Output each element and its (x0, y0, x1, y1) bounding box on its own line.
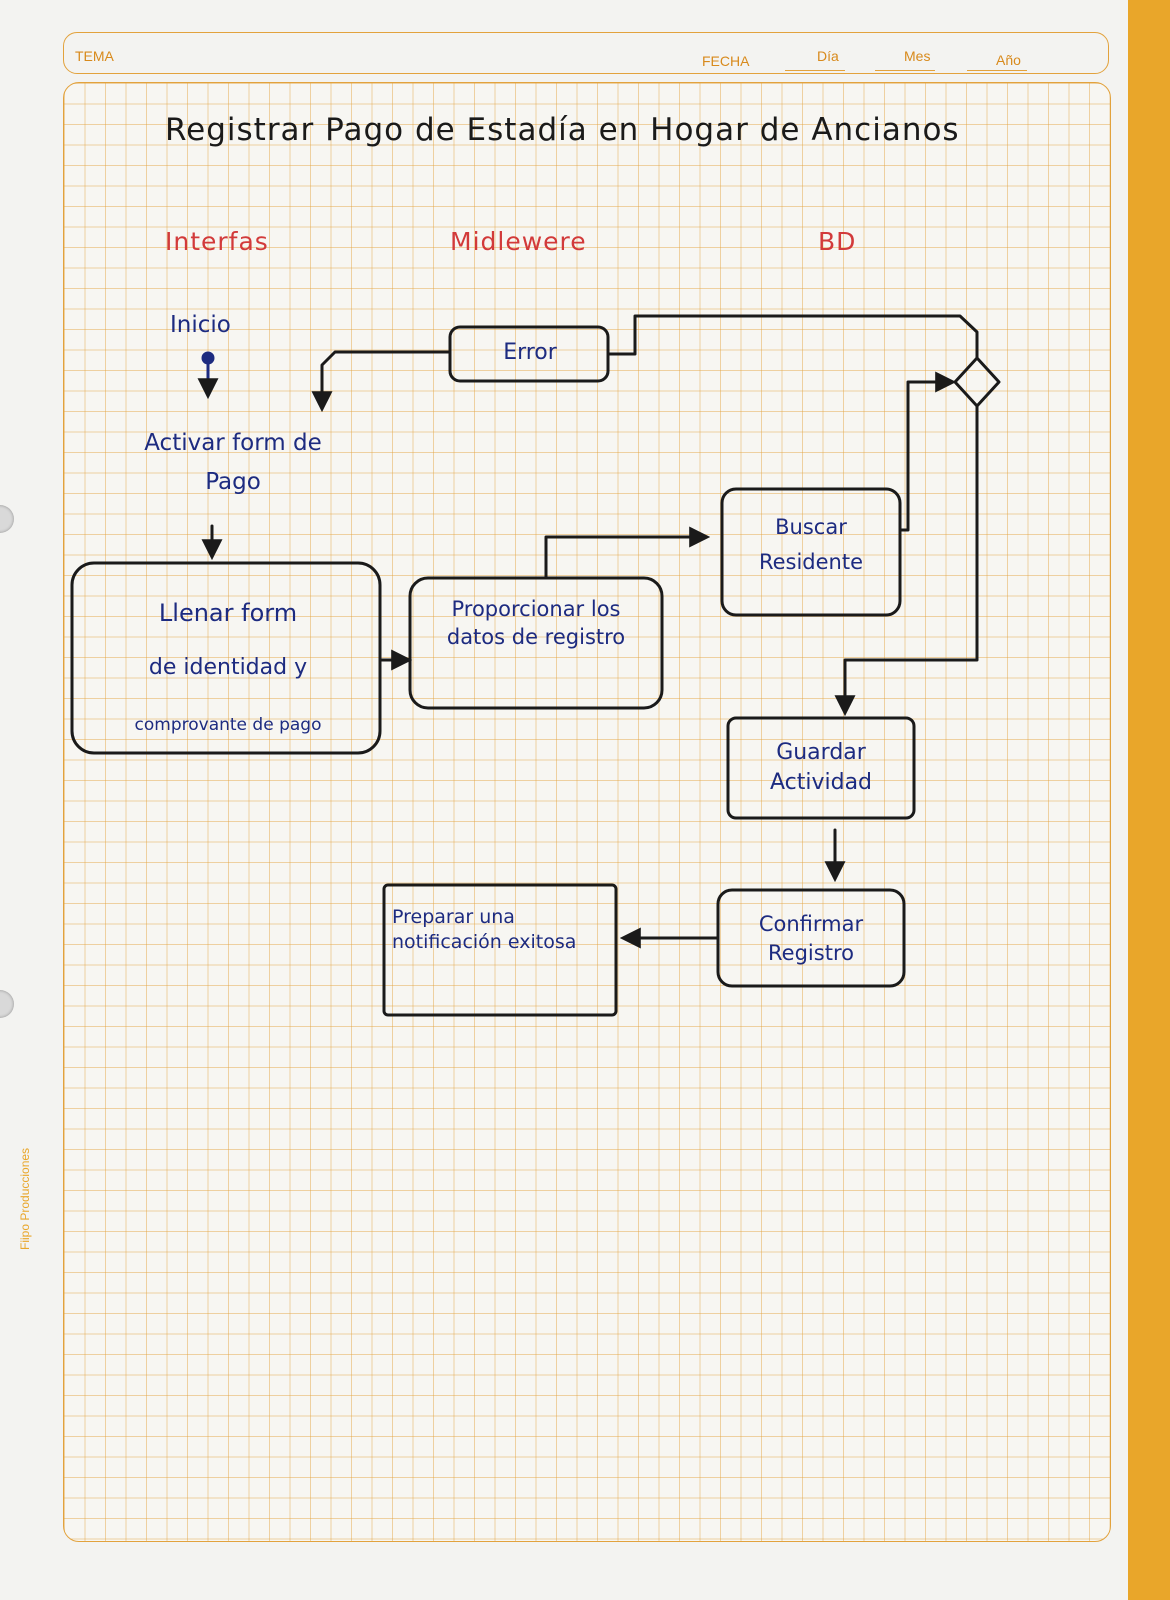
box-buscar (720, 487, 902, 617)
ano-line (967, 70, 1027, 71)
decision-diamond (953, 356, 1001, 408)
node-llenar-form-line2: de identidad y (148, 655, 308, 680)
tema-label: TEMA (75, 48, 114, 64)
mes-label: Mes (904, 48, 931, 64)
box-llenar-form (70, 561, 382, 755)
header-band (63, 32, 1109, 74)
box-proporcionar (408, 576, 664, 710)
lane-midlewere: Midlewere (450, 227, 587, 256)
box-guardar (726, 716, 916, 820)
fecha-label: FECHA (702, 53, 750, 69)
node-llenar-form-line1: Llenar form (158, 599, 298, 627)
node-llenar-form-line3: comprovante de pago (134, 715, 322, 735)
box-preparar (382, 883, 618, 1017)
notebook-edge (1128, 0, 1170, 1600)
diagram-title: Registrar Pago de Estadía en Hogar de An… (165, 112, 960, 148)
mes-line (875, 70, 935, 71)
node-error: Error (503, 340, 557, 365)
ano-label: Año (996, 52, 1021, 68)
punch-hole (0, 990, 14, 1018)
node-buscar: Buscar Residente (758, 515, 864, 574)
node-proporcionar: Proporcionar los datos de registro (446, 597, 626, 650)
node-guardar: Guardar Actividad (769, 740, 873, 795)
start-label: Inicio (170, 312, 231, 338)
node-activar-form: Activar form de Pago (144, 430, 322, 496)
dia-line (785, 70, 845, 71)
lane-bd: BD (818, 227, 857, 256)
lane-interfas: Interfas (165, 227, 269, 256)
node-preparar: Preparar una notificación exitosa (392, 906, 577, 953)
punch-hole (0, 505, 14, 533)
dia-label: Día (817, 48, 839, 64)
node-confirmar: Confirmar Registro (758, 912, 864, 966)
